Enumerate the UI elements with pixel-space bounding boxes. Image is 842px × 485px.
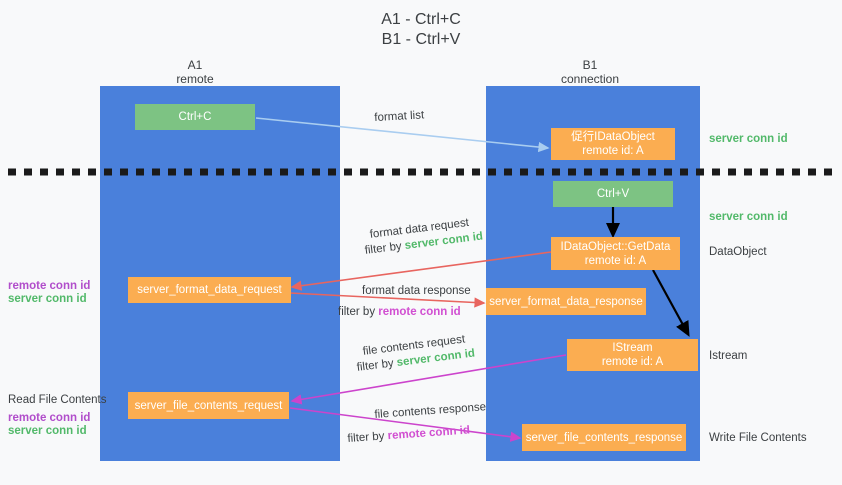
filter-key-remote-conn-id: remote conn id: [378, 306, 461, 318]
filter-prefix: filter by: [356, 357, 398, 374]
label-remote-conn-id-upper: remote conn id: [8, 280, 91, 292]
filter-prefix: filter by: [364, 240, 406, 257]
label-dataobject: DataObject: [709, 246, 767, 258]
node-server-file-contents-request[interactable]: server_file_contents_request: [128, 392, 289, 419]
edge-label-file-contents-response-filter: filter by remote conn id: [347, 423, 470, 447]
node-server-format-data-request[interactable]: server_format_data_request: [128, 277, 291, 303]
filter-prefix: filter by: [338, 306, 379, 318]
edge-label-file-contents-response: file contents response: [374, 401, 487, 421]
page-title: A1 - Ctrl+C B1 - Ctrl+V: [381, 11, 461, 48]
node-idataobject[interactable]: 促行IDataObject remote id: A: [551, 128, 675, 160]
filter-key-remote-conn-id: remote conn id: [387, 424, 471, 443]
node-server-file-contents-response[interactable]: server_file_contents_response: [522, 424, 686, 451]
label-server-conn-id-lower: server conn id: [8, 425, 87, 437]
label-write-file-contents: Write File Contents: [709, 432, 807, 444]
label-server-conn-id-mid: server conn id: [709, 211, 788, 223]
edge-label-format-data-response: format data response: [362, 285, 471, 297]
label-istream: Istream: [709, 350, 748, 362]
filter-prefix: filter by: [347, 430, 389, 445]
node-ctrl-c[interactable]: Ctrl+C: [135, 104, 255, 130]
label-server-conn-id-upper: server conn id: [8, 293, 87, 305]
column-header-a1: A1 remote: [176, 58, 214, 86]
label-read-file-contents: Read File Contents: [8, 394, 107, 406]
column-header-b1: B1 connection: [560, 58, 620, 86]
label-server-conn-id-top: server conn id: [709, 133, 788, 145]
label-remote-conn-id-lower: remote conn id: [8, 412, 91, 424]
node-idataobject-getdata[interactable]: IDataObject::GetData remote id: A: [551, 237, 680, 270]
node-istream[interactable]: IStream remote id: A: [567, 339, 698, 371]
edge-label-format-list: format list: [374, 109, 425, 124]
node-ctrl-v[interactable]: Ctrl+V: [553, 181, 673, 207]
node-server-format-data-response[interactable]: server_format_data_response: [486, 288, 646, 315]
edge-label-format-data-response-filter: filter by remote conn id: [338, 305, 461, 320]
